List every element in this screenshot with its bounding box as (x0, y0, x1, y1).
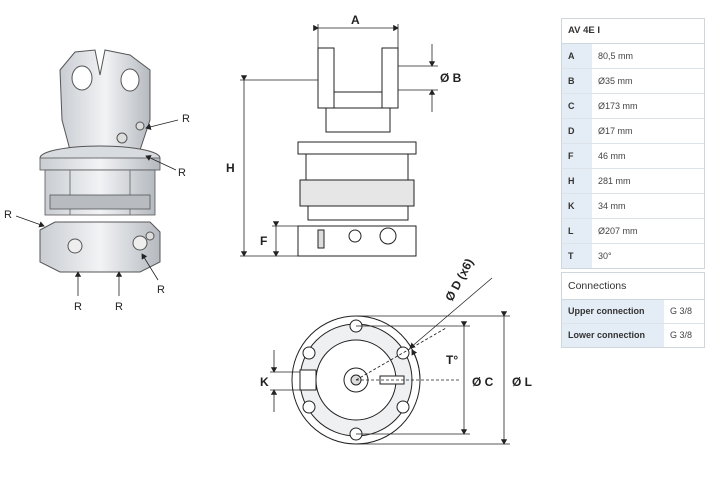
spec-value: 80,5 mm (598, 51, 634, 61)
spec-key: F (562, 144, 592, 168)
spec-value: 281 mm (598, 176, 631, 186)
connection-value: G 3/8 (670, 330, 693, 340)
spec-key: B (562, 69, 592, 93)
spec-value: 30° (598, 251, 612, 261)
dim-l-label: Ø L (512, 375, 532, 389)
rotator-3d-view (39, 49, 161, 273)
dim-t-label: T° (446, 353, 458, 367)
dim-k-label: K (260, 375, 269, 389)
spec-row: F 46 mm (562, 144, 704, 169)
spec-value: Ø207 mm (598, 226, 638, 236)
connection-value: G 3/8 (670, 306, 693, 316)
spec-key: D (562, 119, 592, 143)
spec-value: Ø35 mm (598, 76, 633, 86)
connection-key: Upper connection (562, 300, 664, 323)
spec-key: L (562, 219, 592, 243)
spec-row: A 80,5 mm (562, 44, 704, 69)
spec-table: AV 4E I A 80,5 mm B Ø35 mm C Ø173 mm D Ø… (561, 18, 705, 269)
port-label: R (182, 113, 190, 125)
side-dimensions (240, 24, 438, 257)
spec-row: C Ø173 mm (562, 94, 704, 119)
spec-table-title: AV 4E I (562, 19, 704, 44)
spec-value: Ø173 mm (598, 101, 638, 111)
port-label: R (157, 284, 165, 296)
port-label: R (4, 209, 12, 221)
spec-row: L Ø207 mm (562, 219, 704, 244)
spec-value: 46 mm (598, 151, 626, 161)
spec-row: K 34 mm (562, 194, 704, 219)
plan-dimensions (270, 277, 510, 445)
connections-title: Connections (562, 273, 704, 300)
dim-f-label: F (260, 234, 267, 248)
connections-table: Connections Upper connection G 3/8 Lower… (561, 272, 705, 348)
connection-key: Lower connection (562, 324, 664, 347)
dim-c-label: Ø C (472, 375, 494, 389)
port-label: R (115, 301, 123, 313)
spec-value: Ø17 mm (598, 126, 633, 136)
spec-row: D Ø17 mm (562, 119, 704, 144)
connection-row: Lower connection G 3/8 (562, 324, 704, 347)
spec-key: H (562, 169, 592, 193)
dim-d-label: Ø D (x6) (442, 256, 476, 303)
port-label: R (178, 167, 186, 179)
spec-row: H 281 mm (562, 169, 704, 194)
technical-drawings: R R R R R R (4, 13, 532, 445)
port-label: R (74, 301, 82, 313)
connection-row: Upper connection G 3/8 (562, 300, 704, 324)
dim-a-label: A (351, 13, 360, 27)
spec-value: 34 mm (598, 201, 626, 211)
spec-key: A (562, 44, 592, 68)
side-elevation-view (297, 47, 417, 257)
spec-key: C (562, 94, 592, 118)
port-callouts: R R R R R R (4, 113, 190, 313)
spec-key: T (562, 244, 592, 268)
dim-b-label: Ø B (440, 71, 462, 85)
spec-row: B Ø35 mm (562, 69, 704, 94)
spec-row: T 30° (562, 244, 704, 268)
spec-key: K (562, 194, 592, 218)
dim-h-label: H (226, 161, 235, 175)
